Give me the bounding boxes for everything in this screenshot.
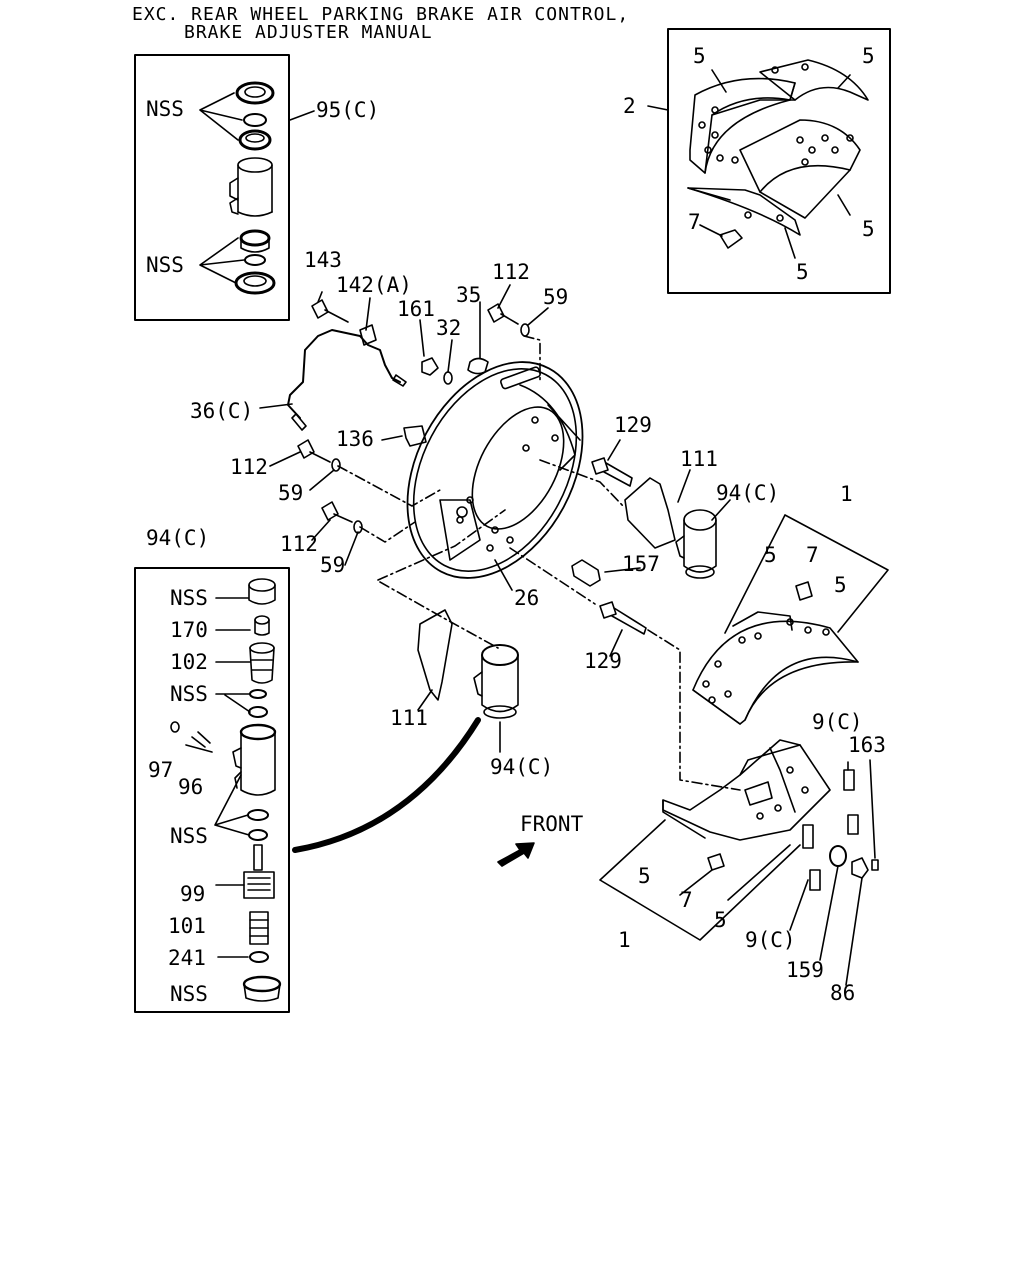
nut-161 bbox=[421, 357, 439, 376]
brake-pipe bbox=[287, 329, 401, 419]
washer-59-top bbox=[520, 323, 530, 337]
callout-94c: 94(C) bbox=[716, 481, 780, 505]
callout-36c: 36(C) bbox=[190, 399, 254, 423]
callout-94c: 94(C) bbox=[146, 526, 210, 550]
callout-163: 163 bbox=[848, 733, 886, 757]
callout-32: 32 bbox=[436, 316, 462, 340]
callout-5: 5 bbox=[796, 260, 809, 284]
wheel-cylinder-right bbox=[675, 509, 717, 579]
shield-111-left bbox=[417, 609, 453, 701]
bolt-112-low bbox=[321, 501, 353, 523]
callout-1: 1 bbox=[618, 928, 631, 952]
callout-1: 1 bbox=[840, 482, 853, 506]
bolt-112-top bbox=[487, 303, 519, 325]
callout-26: 26 bbox=[514, 586, 540, 610]
callout-59: 59 bbox=[320, 553, 346, 577]
callout-5: 5 bbox=[862, 217, 875, 241]
callout-5: 5 bbox=[764, 543, 777, 567]
wheel-cylinder-exploded bbox=[170, 578, 282, 1002]
pin-163 bbox=[871, 859, 879, 871]
pin-9c bbox=[802, 769, 859, 891]
callout-241: 241 bbox=[168, 946, 206, 970]
cap-136 bbox=[403, 425, 427, 447]
callout-7: 7 bbox=[680, 888, 693, 912]
bolt-112-mid bbox=[297, 439, 331, 463]
shoe-assembly-upper bbox=[692, 514, 889, 725]
leader-lines bbox=[259, 284, 731, 753]
center-lines bbox=[337, 335, 741, 791]
callout-112: 112 bbox=[230, 455, 268, 479]
callout-35: 35 bbox=[456, 283, 482, 307]
callout-5: 5 bbox=[862, 44, 875, 68]
callout-99: 99 bbox=[180, 882, 206, 906]
callout-5: 5 bbox=[834, 573, 847, 597]
callout-95c: 95(C) bbox=[316, 98, 380, 122]
callout-nss: NSS bbox=[170, 982, 208, 1006]
bolt-157 bbox=[571, 559, 601, 587]
callout-nss: NSS bbox=[170, 682, 208, 706]
callout-5: 5 bbox=[714, 908, 727, 932]
callout-142a: 142(A) bbox=[336, 273, 412, 297]
callout-5: 5 bbox=[693, 44, 706, 68]
seal-kit-95c bbox=[199, 81, 315, 295]
callout-94c: 94(C) bbox=[490, 755, 554, 779]
nut-86 bbox=[851, 857, 869, 879]
callout-112: 112 bbox=[492, 260, 530, 284]
callout-112: 112 bbox=[280, 532, 318, 556]
callout-143: 143 bbox=[304, 248, 342, 272]
bolt-143 bbox=[311, 299, 349, 323]
callout-front: FRONT bbox=[520, 812, 584, 836]
inset-box-94c bbox=[134, 567, 290, 1013]
wheel-cylinder-left bbox=[473, 644, 519, 719]
shoe-set-2 bbox=[647, 59, 869, 259]
pipe-clip bbox=[359, 324, 377, 346]
stud-129-lower bbox=[599, 601, 647, 635]
backing-plate-26 bbox=[406, 361, 584, 579]
inset-box-95c bbox=[134, 54, 290, 321]
callout-129: 129 bbox=[614, 413, 652, 437]
plug-35 bbox=[467, 357, 489, 375]
callout-157: 157 bbox=[622, 552, 660, 576]
callout-101: 101 bbox=[168, 914, 206, 938]
callout-9c: 9(C) bbox=[745, 928, 796, 952]
shoe-assembly-lower bbox=[599, 739, 831, 941]
front-arrow bbox=[497, 842, 535, 867]
callout-nss: NSS bbox=[170, 824, 208, 848]
callout-59: 59 bbox=[278, 481, 304, 505]
cylinder-leader-arc bbox=[292, 717, 481, 853]
callout-9c: 9(C) bbox=[812, 710, 863, 734]
callout-170: 170 bbox=[170, 618, 208, 642]
diagram-title-line1: EXC. REAR WHEEL PARKING BRAKE AIR CONTRO… bbox=[132, 4, 630, 25]
stud-129-upper bbox=[591, 457, 633, 487]
callout-5: 5 bbox=[638, 864, 651, 888]
washer-159 bbox=[829, 845, 847, 867]
inset-box-2 bbox=[667, 28, 891, 294]
callout-leaders bbox=[679, 759, 876, 986]
callout-129: 129 bbox=[584, 649, 622, 673]
washer-32 bbox=[443, 371, 453, 385]
callout-nss: NSS bbox=[146, 253, 184, 277]
callout-7: 7 bbox=[806, 543, 819, 567]
callout-102: 102 bbox=[170, 650, 208, 674]
callout-161: 161 bbox=[397, 297, 435, 321]
callout-97: 97 bbox=[148, 758, 174, 782]
shield-111-right bbox=[624, 477, 676, 549]
callout-96: 96 bbox=[178, 775, 204, 799]
brake-pipe-fitting bbox=[291, 374, 407, 431]
callout-111: 111 bbox=[680, 447, 718, 471]
callout-86: 86 bbox=[830, 981, 856, 1005]
callout-nss: NSS bbox=[146, 97, 184, 121]
callout-nss: NSS bbox=[170, 586, 208, 610]
washer-59-mid bbox=[331, 458, 341, 472]
callout-159: 159 bbox=[786, 958, 824, 982]
callout-111: 111 bbox=[390, 706, 428, 730]
callout-2: 2 bbox=[623, 94, 636, 118]
callout-7: 7 bbox=[688, 210, 701, 234]
callout-59: 59 bbox=[543, 285, 569, 309]
diagram-title-line2: BRAKE ADJUSTER MANUAL bbox=[184, 22, 433, 43]
callout-136: 136 bbox=[336, 427, 374, 451]
